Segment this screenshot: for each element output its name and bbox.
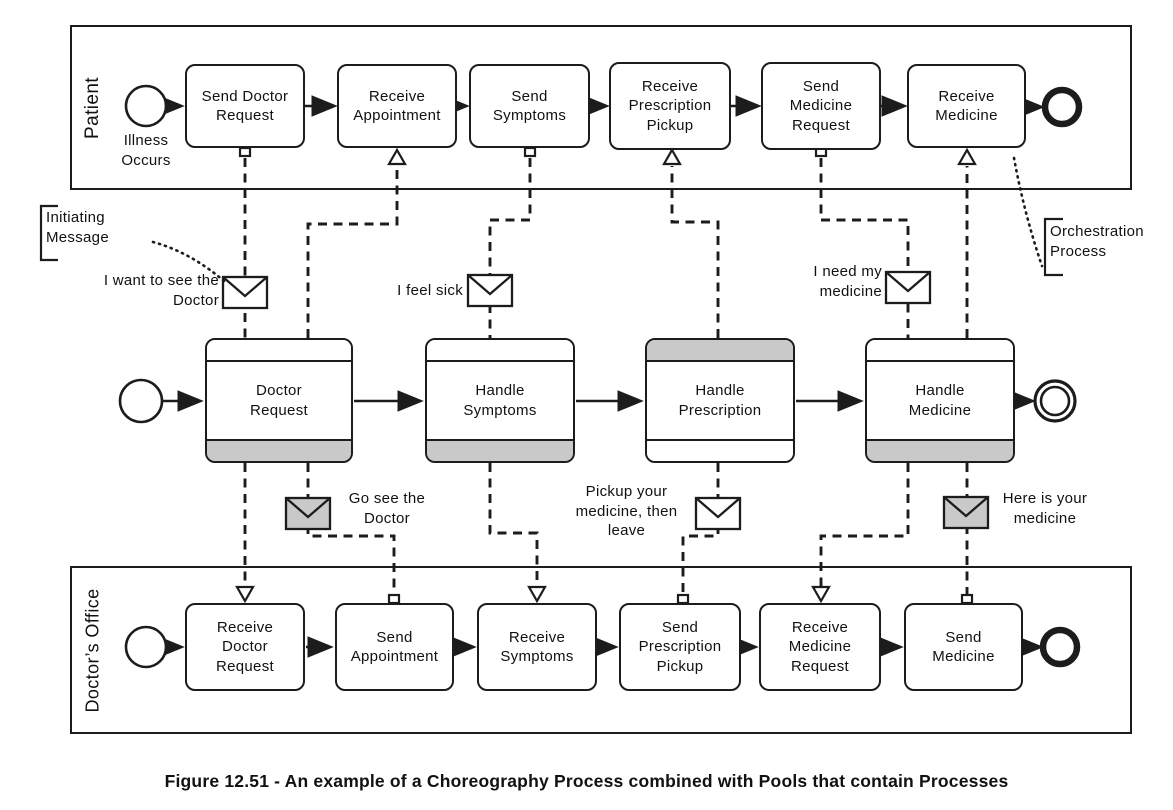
choreography-task-handle-prescription: Handle Prescription [645,338,795,463]
doctors-office-pool-label: Doctor’s Office [82,587,103,713]
choreography-end-event [1033,379,1077,423]
participant-band-top [427,340,573,362]
message-label-go-see-doctor: Go see the Doctor [348,490,426,527]
participant-band-bottom [207,439,351,461]
task-receive-appointment: Receive Appointment [337,64,457,148]
annotation-dotted-leaders [151,156,1044,283]
task-receive-doctor-request: Receive Doctor Request [185,603,305,691]
choreography-task-label: Handle Medicine [908,382,972,419]
choreography-task-label: Handle Symptoms [463,382,537,419]
message-label-need-medicine: I need my medicine [813,263,882,300]
orchestration-process-bracket [1043,217,1063,277]
task-receive-prescription-pickup: Receive Prescription Pickup [609,62,731,150]
task-send-medicine: Send Medicine [904,603,1023,691]
message-label-pickup-medicine: Pickup your medicine, then leave [575,483,678,539]
patient-start-event [124,84,168,128]
task-receive-medicine: Receive Medicine [907,64,1026,148]
patient-pool [70,25,1132,190]
choreography-task-label: Handle Prescription [678,382,762,419]
participant-band-top [207,340,351,362]
choreography-task-handle-medicine: Handle Medicine [865,338,1015,463]
message-flow-source-markers [238,146,974,605]
task-receive-medicine-request: Receive Medicine Request [759,603,881,691]
orchestration-process-annotation: Orchestration Process [1050,223,1144,260]
message-envelope-icon-need-medicine [884,270,932,305]
annotation-brackets [39,204,1063,277]
initiating-message-annotation: Initiating Message [46,209,109,246]
choreography-task-label: Doctor Request [250,382,308,419]
choreography-task-doctor-request: Doctor Request [205,338,353,463]
choreography-task-handle-symptoms: Handle Symptoms [425,338,575,463]
message-flow-open-arrowheads [235,147,977,604]
patient-sequence-flows [158,95,1045,118]
initiating-message-bracket [39,204,58,262]
task-send-doctor-request: Send Doctor Request [185,64,305,148]
illness-occurs-label: Illness Occurs [121,132,171,169]
participant-band-bottom [647,439,793,461]
task-send-prescription-pickup: Send Prescription Pickup [619,603,741,691]
message-envelope-icon-pickup-medicine [694,496,742,531]
participant-band-bottom [427,439,573,461]
message-envelope-icon-feel-sick [466,273,514,308]
task-send-appointment: Send Appointment [335,603,454,691]
message-label-here-is-medicine: Here is your medicine [1002,490,1088,527]
message-envelope-icon-go-see-doctor [284,496,332,531]
message-label-feel-sick: I feel sick [397,282,463,299]
participant-band-top [647,340,793,362]
task-send-symptoms: Send Symptoms [469,64,590,148]
task-send-medicine-request: Send Medicine Request [761,62,881,150]
task-receive-symptoms: Receive Symptoms [477,603,597,691]
doctor-end-event [1039,626,1081,668]
patient-end-event [1041,86,1083,128]
doctors-office-pool [70,566,1132,734]
message-envelopes [221,270,990,531]
patient-pool-label: Patient [82,76,104,139]
doctors-office-pool-label-wrap: Doctor’s Office [72,568,114,732]
message-label-want-to-see-doctor: I want to see the Doctor [103,272,219,309]
message-envelope-icon-here-is-medicine [942,495,990,530]
figure-caption: Figure 12.51 - An example of a Choreogra… [164,771,1009,791]
participant-band-bottom [867,439,1013,461]
participant-band-top [867,340,1013,362]
doctor-start-event [124,625,168,669]
message-envelope-icon-want-to-see-doctor [221,275,269,310]
choreography-start-event [118,378,164,424]
